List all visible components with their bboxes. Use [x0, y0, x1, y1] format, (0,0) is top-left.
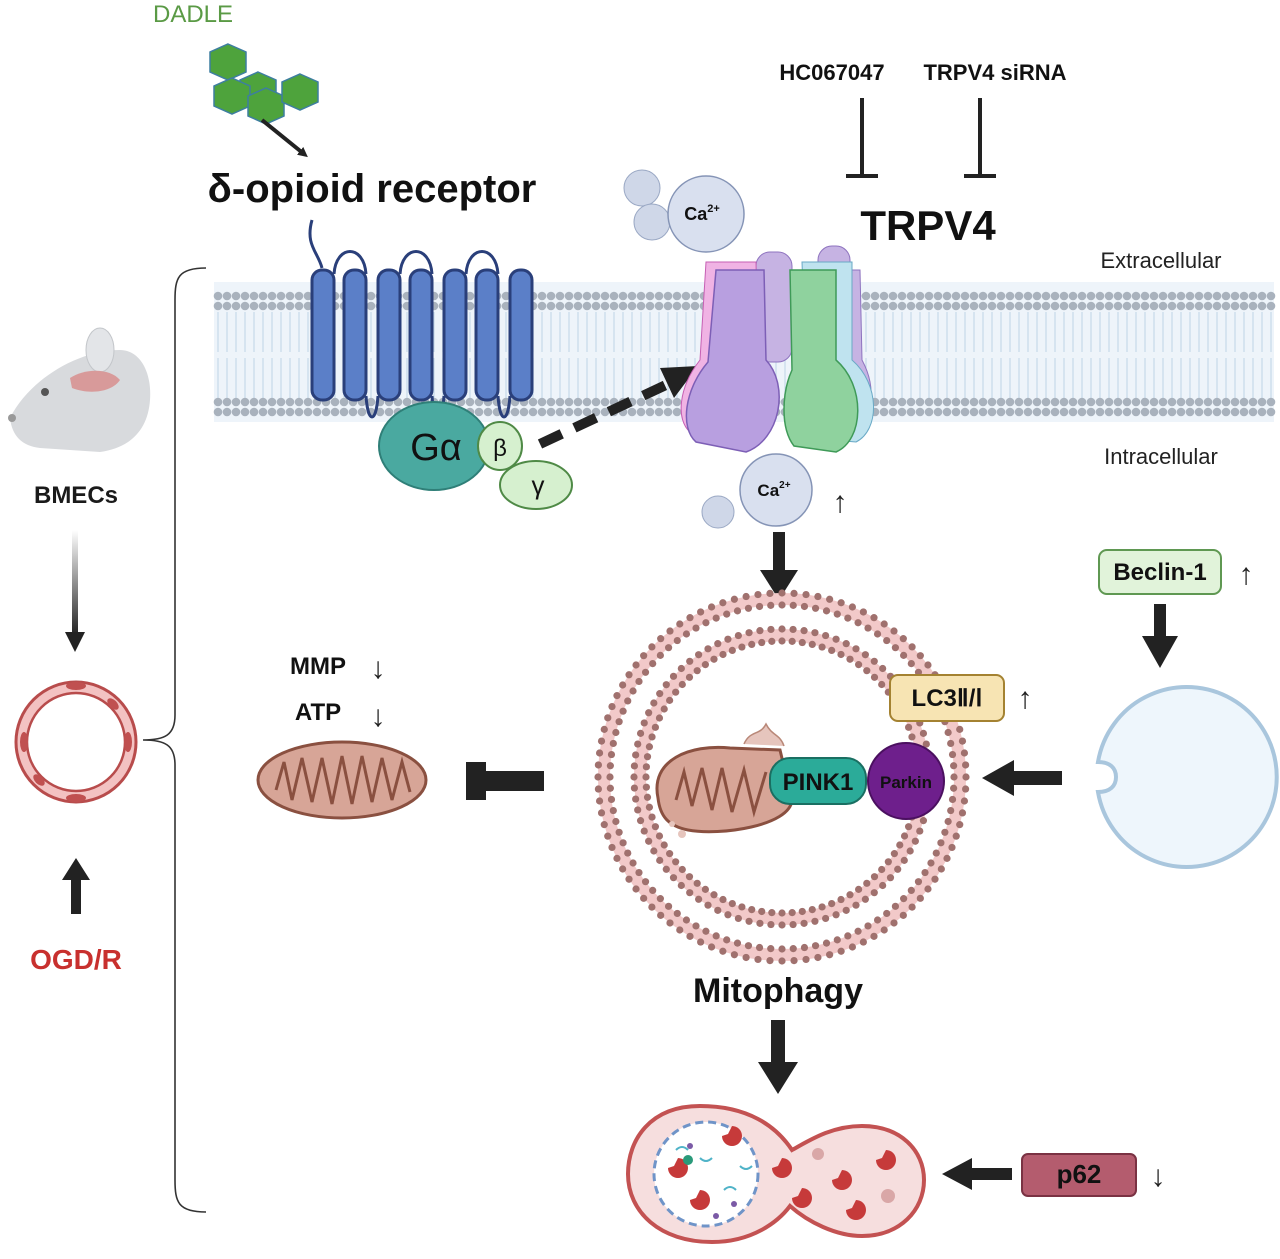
extracellular-label: Extracellular — [1100, 248, 1221, 273]
inhibitor-drug-label: HC067047 — [779, 60, 884, 85]
inhibition-bars — [846, 98, 996, 178]
opioid-receptor-icon — [308, 219, 534, 419]
phagophore-icon — [1095, 685, 1279, 869]
ligand-molecules-icon — [209, 43, 319, 125]
rat-head-icon — [8, 327, 151, 452]
autolysosome-icon — [625, 1103, 927, 1245]
p62-label: p62 — [1057, 1159, 1102, 1189]
cells-label: BMECs — [34, 482, 118, 509]
ca-increase-arrow: ↑ — [833, 486, 848, 519]
parkin-label: Parkin — [880, 773, 932, 792]
pink1-label: PINK1 — [783, 769, 854, 796]
receptor-title: δ-opioid receptor — [208, 167, 537, 211]
p62-box — [1021, 1153, 1137, 1197]
trpv4-channel-icon — [680, 245, 874, 453]
ligand-binding-arrow — [260, 118, 308, 158]
context-brace — [142, 267, 207, 1213]
calcium-to-mitophagy-arrow — [760, 532, 798, 600]
pink1-box — [769, 757, 867, 805]
mitophagy-to-lysosome-arrow — [758, 1020, 798, 1094]
intracellular-label: Intracellular — [1104, 444, 1218, 469]
inhibitor-sirna-label: TRPV4 siRNA — [923, 60, 1066, 85]
beclin-box — [1098, 549, 1222, 595]
phagophore-to-mitophagosome-arrow — [982, 760, 1062, 796]
mmp-decrease-arrow: ↓ — [371, 652, 386, 685]
lc3-box — [889, 674, 1005, 722]
ca-label-inside: Ca2+ — [757, 480, 790, 500]
beclin-to-phagophore-arrow — [1142, 604, 1178, 668]
parkin-circle — [867, 742, 945, 820]
calcium-ions-inside — [701, 453, 813, 529]
lc3-label: LC3Ⅱ/Ⅰ — [912, 685, 983, 712]
healthy-mitochondrion-icon — [256, 740, 428, 820]
g-gamma-label: γ — [532, 470, 545, 500]
mitochondrial-protection-inhibitor — [466, 762, 544, 800]
injury-label: OGD/R — [30, 944, 122, 975]
channel-title: TRPV4 — [860, 202, 996, 249]
damaged-mitochondrion-icon — [655, 722, 794, 838]
mitophagy-label: Mitophagy — [693, 972, 863, 1010]
atp-decrease-arrow: ↓ — [371, 700, 386, 733]
ca-label-outside: Ca2+ — [684, 203, 720, 224]
beclin-label: Beclin-1 — [1113, 559, 1206, 586]
injury-arrow — [62, 858, 90, 914]
p62-decrease-arrow: ↓ — [1151, 1160, 1166, 1193]
p62-to-autolysosome-arrow — [942, 1158, 1012, 1190]
mmp-label: MMP — [290, 653, 346, 680]
cells-to-vessel-arrow — [65, 530, 85, 652]
g-alpha-label: Gα — [410, 427, 462, 469]
vessel-ring-icon — [14, 680, 138, 804]
g-beta-label: β — [493, 435, 507, 462]
beclin-increase-arrow: ↑ — [1239, 558, 1254, 591]
activation-dashed-arrow — [537, 366, 698, 449]
ligand-label: DADLE — [153, 1, 233, 28]
calcium-ions-outside — [623, 169, 745, 253]
lc3-increase-arrow: ↑ — [1018, 682, 1033, 715]
g-protein-complex — [378, 401, 573, 510]
atp-label: ATP — [295, 699, 341, 726]
